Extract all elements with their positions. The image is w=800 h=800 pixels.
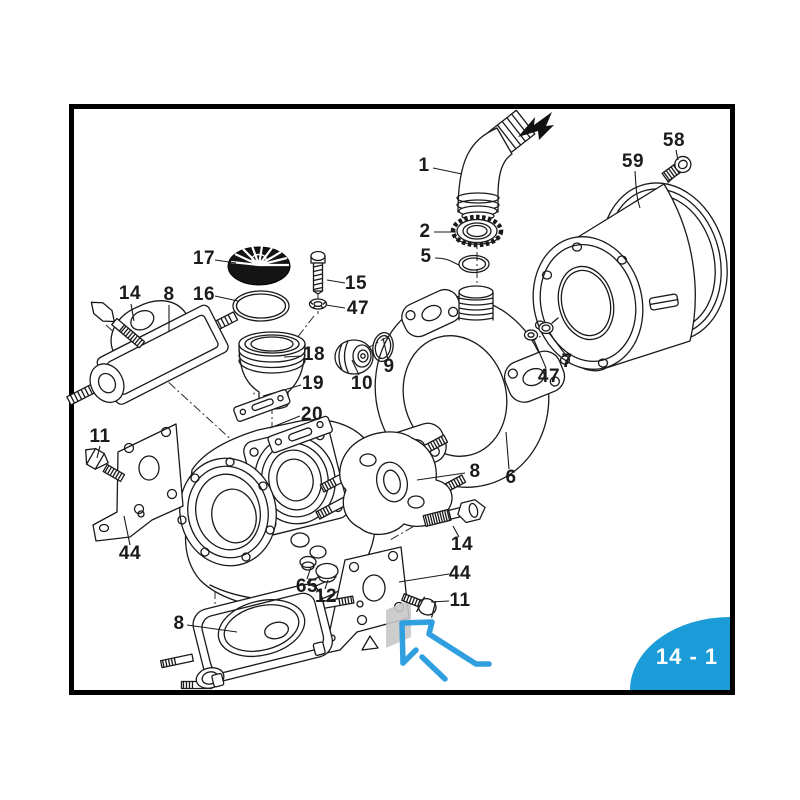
blue-arrow-icon xyxy=(399,619,492,682)
callout-11-left: 11 xyxy=(89,426,111,447)
callout-11-bottom: 11 xyxy=(449,590,471,611)
washer-47-right xyxy=(523,329,539,341)
bolt-11-bottom xyxy=(401,593,437,618)
callout-17: 17 xyxy=(192,248,216,269)
threaded-port xyxy=(458,285,494,321)
callout-15: 15 xyxy=(344,273,368,294)
nut-7 xyxy=(538,317,559,335)
ring-nut-2 xyxy=(450,214,504,248)
callout-8-left: 8 xyxy=(163,284,175,305)
crankcase xyxy=(177,419,377,608)
callout-10: 10 xyxy=(350,373,374,394)
bolt-58 xyxy=(661,155,692,183)
callout-9: 9 xyxy=(383,356,395,377)
callout-14-right: 14 xyxy=(450,534,474,555)
callout-59: 59 xyxy=(621,151,645,172)
washer-47-top xyxy=(308,298,328,310)
plug-65 xyxy=(299,555,317,571)
bolt-14-right xyxy=(422,499,486,528)
o-ring-16 xyxy=(232,290,290,322)
callout-19: 19 xyxy=(301,373,325,394)
elbow-fitting xyxy=(456,109,536,221)
callout-58: 58 xyxy=(662,130,686,151)
filter-cap-17 xyxy=(227,245,291,286)
callout-47-top: 47 xyxy=(346,298,370,319)
callout-5: 5 xyxy=(420,246,432,267)
screw-15 xyxy=(310,250,326,295)
callout-20: 20 xyxy=(300,404,324,425)
leader-lines xyxy=(96,149,679,633)
bracket-left-44 xyxy=(92,423,184,542)
valve-10 xyxy=(334,339,374,375)
black-arrow-icon xyxy=(518,112,554,140)
callout-8-bottom: 8 xyxy=(173,613,185,634)
callout-44-bottom: 44 xyxy=(448,563,472,584)
callout-14-left: 14 xyxy=(118,283,142,304)
callout-7: 7 xyxy=(561,351,573,372)
callout-18: 18 xyxy=(302,344,326,365)
callout-8-right: 8 xyxy=(469,461,481,482)
callout-44-left: 44 xyxy=(118,543,142,564)
callout-16: 16 xyxy=(192,284,216,305)
page-badge-label: 14 - 1 xyxy=(655,643,719,669)
o-ring-5 xyxy=(458,254,490,274)
plate-19 xyxy=(233,389,291,422)
callout-12: 12 xyxy=(314,586,338,607)
tank-latch xyxy=(648,293,679,311)
tank-cover xyxy=(532,182,728,372)
manifold-bottom xyxy=(159,570,355,690)
manifold-left xyxy=(66,300,239,406)
o-ring-9 xyxy=(372,331,394,363)
callout-2: 2 xyxy=(419,221,431,242)
callout-6: 6 xyxy=(505,467,517,488)
callout-47-right: 47 xyxy=(537,366,561,387)
air-chamber xyxy=(374,285,566,488)
plug-12 xyxy=(315,562,339,583)
chamber-pad-right xyxy=(503,350,566,403)
callout-1: 1 xyxy=(418,155,430,176)
plate-20 xyxy=(267,415,333,454)
bolt-14-left xyxy=(90,301,146,349)
callout-65: 65 xyxy=(295,576,319,597)
bolt-11-left xyxy=(85,447,126,483)
